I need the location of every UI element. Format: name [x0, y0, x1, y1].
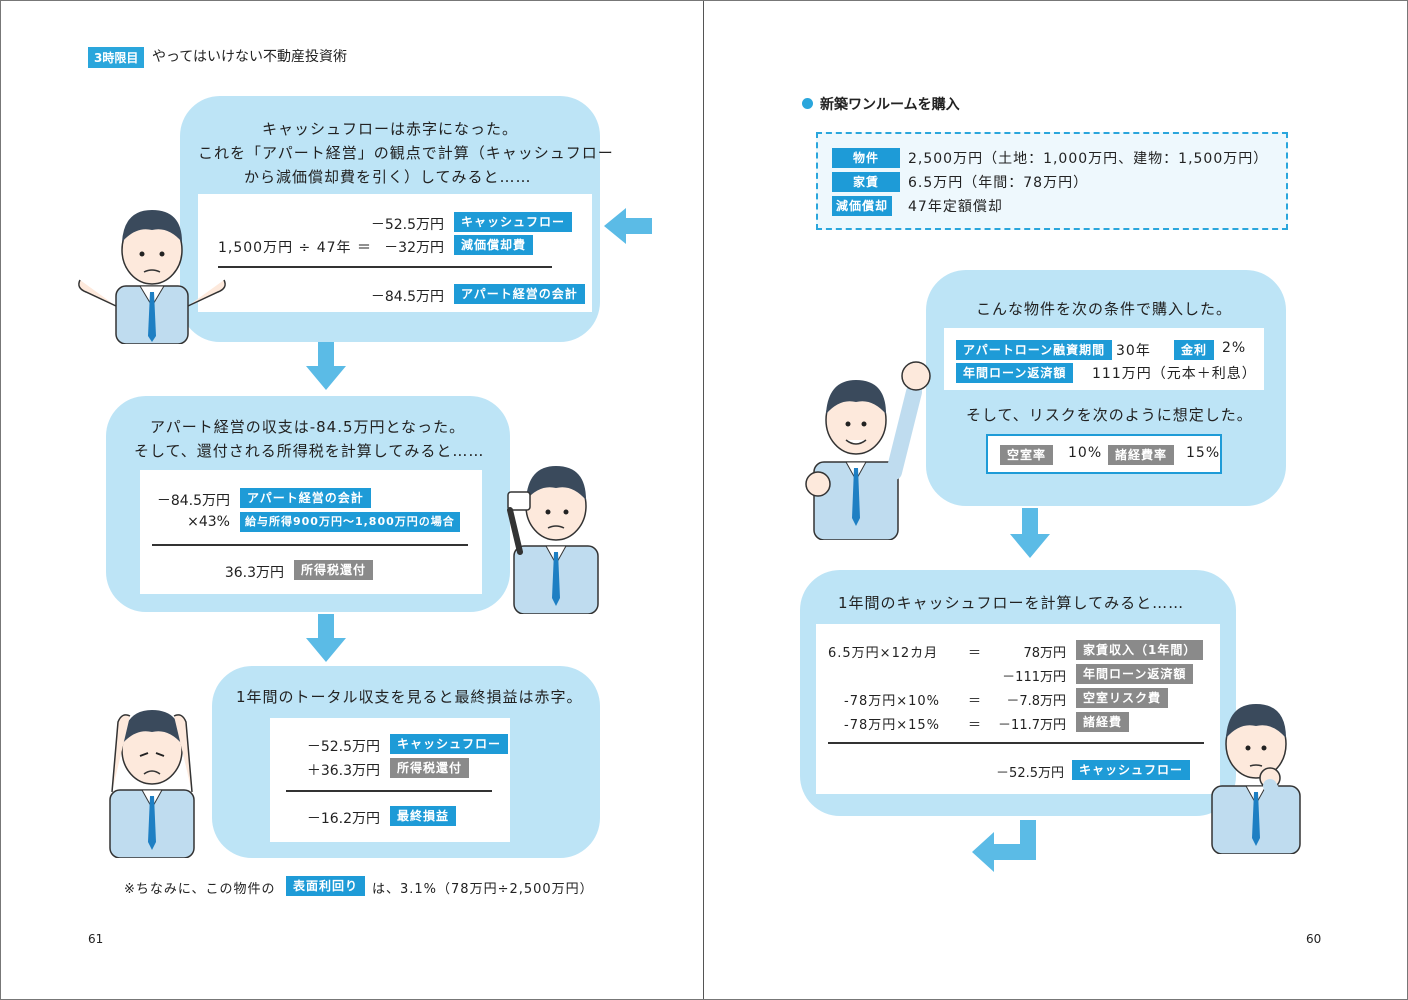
heading-bullet-icon [802, 98, 813, 109]
footnote-tag: 表面利回り [286, 876, 366, 896]
box3-r2-tag: 所得税還付 [390, 758, 470, 778]
box1-r3-value: －84.5万円 [370, 289, 444, 305]
arrow-left-icon [604, 208, 652, 244]
row2-tag: 年間ローン返済額 [1076, 664, 1194, 684]
box1-r2-value: －32万円 [384, 240, 444, 256]
r-box2-rule [828, 742, 1204, 744]
thinking-man-icon [1211, 704, 1301, 854]
box1-r1-value: －52.5万円 [370, 217, 444, 233]
sweating-man-icon [507, 466, 599, 614]
interest-rate-tag: 金利 [1174, 340, 1215, 360]
page-number-right: 60 [1306, 932, 1322, 946]
box3-r1-value: －52.5万円 [306, 739, 380, 755]
page-number-left: 61 [88, 932, 104, 946]
box3-rule [286, 790, 492, 792]
spec-text-rent: 6.5万円（年間：78万円） [908, 175, 1089, 191]
section-heading: 新築ワンルームを購入 [820, 97, 960, 113]
confident-man-icon [805, 361, 931, 540]
box3-r2-value: ＋36.3万円 [306, 763, 380, 779]
vacancy-rate-tag: 空室率 [1000, 445, 1054, 465]
row2-value: －111万円 [1002, 670, 1066, 685]
footnote-prefix: ※ちなみに、この物件の [124, 882, 276, 897]
row1-eq: ＝ [968, 646, 983, 661]
row3-value: －7.8万円 [1006, 694, 1066, 709]
box1-r3-tag: アパート経営の会計 [454, 284, 585, 304]
loan-term-value: 30年 [1116, 343, 1151, 359]
row4-tag: 諸経費 [1076, 712, 1130, 732]
box2-r3-value: 36.3万円 [224, 565, 284, 581]
box2-r2-value: ×43% [187, 514, 230, 530]
r-box2-line1: 1年間のキャッシュフローを計算してみると…… [838, 594, 1185, 612]
row4-value: －11.7万円 [998, 718, 1066, 733]
spec-text-property: 2,500万円（土地：1,000万円、建物：1,500万円） [908, 151, 1269, 167]
box1-line2: これを「アパート経営」の観点で計算（キャッシュフロー [198, 144, 614, 162]
row3-formula: -78万円×10% [844, 694, 941, 709]
row1-value: 78万円 [1023, 646, 1066, 661]
box3-line1: 1年間のトータル収支を見ると最終損益は赤字。 [236, 688, 583, 706]
worried-man-shrug-icon [78, 210, 226, 344]
arrow-return-left-icon [972, 820, 1036, 872]
annual-repayment-value: 111万円（元本＋利息） [1092, 366, 1257, 382]
box2-rule [152, 544, 468, 546]
loan-term-tag: アパートローン融資期間 [956, 340, 1113, 360]
box2-r2-tag: 給与所得900万円～1,800万円の場合 [240, 512, 460, 532]
box3-r3-value: －16.2万円 [306, 811, 380, 827]
box1-line1: キャッシュフローは赤字になった。 [262, 120, 519, 138]
box2-r1-tag: アパート経営の会計 [240, 488, 371, 508]
r-box1-line2: そして、リスクを次のように想定した。 [966, 406, 1253, 424]
expense-rate-value: 15% [1186, 445, 1221, 461]
row3-eq: ＝ [968, 694, 983, 709]
chapter-title: やってはいけない不動産投資術 [152, 49, 348, 65]
right-page: 新築ワンルームを購入 物件 2,500万円（土地：1,000万円、建物：1,50… [704, 0, 1408, 1000]
box2-r1-value: －84.5万円 [156, 493, 230, 509]
row1-formula: 6.5万円×12カ月 [828, 646, 939, 661]
box3-r3-tag: 最終損益 [390, 806, 457, 826]
troubled-man-icon [109, 710, 195, 858]
box1-r2-formula: 1,500万円 ÷ 47年 ＝ [218, 240, 372, 256]
arrow-down-icon-3 [1010, 508, 1050, 558]
arrow-down-icon [306, 342, 346, 390]
vacancy-rate-value: 10% [1068, 445, 1103, 461]
row1-tag: 家賃収入（1年間） [1076, 640, 1204, 660]
row4-eq: ＝ [968, 718, 983, 733]
chapter-tag: 3時限目 [88, 47, 145, 68]
total-value: －52.5万円 [996, 766, 1064, 781]
r-box1-line1: こんな物件を次の条件で購入した。 [976, 300, 1233, 318]
interest-rate-value: 2% [1222, 340, 1247, 356]
expense-rate-tag: 諸経費率 [1108, 445, 1175, 465]
total-tag: キャッシュフロー [1072, 760, 1191, 780]
box1-rule [218, 266, 552, 268]
box1-line3: から減価償却費を引く）してみると…… [244, 168, 532, 186]
arrow-down-icon-2 [306, 614, 346, 662]
box2-r3-tag: 所得税還付 [294, 560, 374, 580]
box1-r2-tag: 減価償却費 [454, 235, 534, 255]
box3-r1-tag: キャッシュフロー [390, 734, 509, 754]
spec-tag-depreciation: 減価償却 [832, 196, 892, 216]
spec-tag-rent: 家賃 [832, 172, 900, 192]
spec-tag-property: 物件 [832, 148, 900, 168]
box2-line1: アパート経営の収支は-84.5万円となった。 [150, 418, 466, 436]
spec-text-depreciation: 47年定額償却 [908, 199, 1003, 215]
box2-line2: そして、還付される所得税を計算してみると…… [134, 442, 485, 460]
annual-repayment-tag: 年間ローン返済額 [956, 363, 1074, 383]
left-page: 3時限目 やってはいけない不動産投資術 キャッシュフローは赤字になった。 これを… [78, 0, 704, 1000]
row3-tag: 空室リスク費 [1076, 688, 1169, 708]
box1-r1-tag: キャッシュフロー [454, 212, 573, 232]
footnote-suffix: は、3.1%（78万円÷2,500万円） [372, 882, 594, 897]
row4-formula: -78万円×15% [844, 718, 941, 733]
